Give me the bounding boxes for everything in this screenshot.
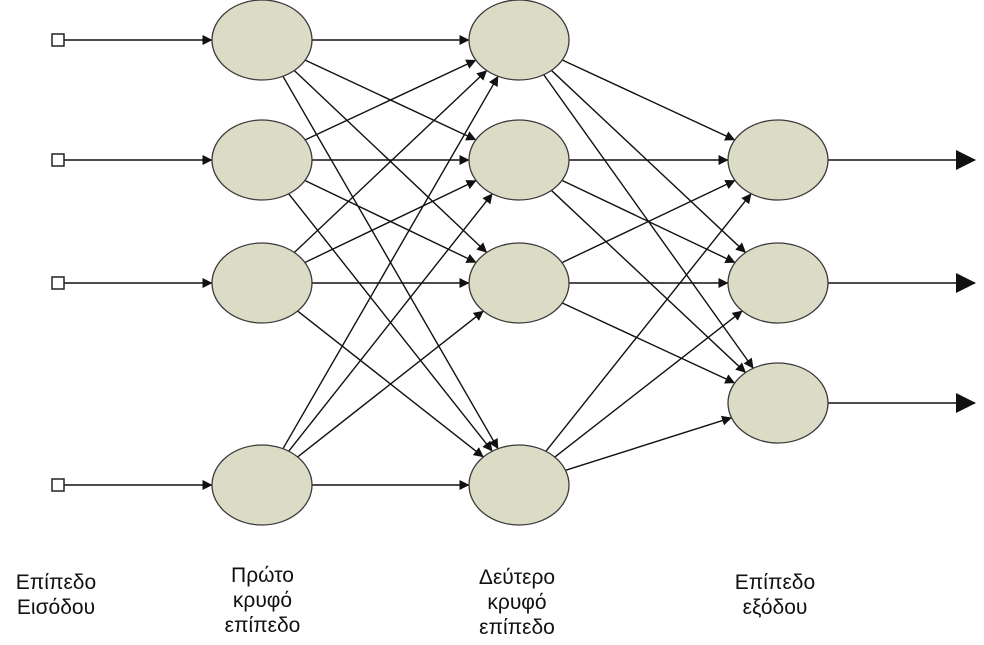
hidden1-to-hidden2-edge-2-1 [304,59,477,141]
hidden2-to-output-edge-1-2 [550,69,747,254]
hidden1-layer-label: Πρώτο κρυφό επίπεδο [205,563,320,638]
output-layer-label-line: εξόδου [742,596,808,619]
hidden2-neuron-2 [468,119,570,201]
input-layer-label-line: Επίπεδο [15,571,97,594]
hidden1-to-hidden2-edge-3-1 [293,70,488,253]
hidden2-to-output-edge-4-1 [545,193,752,452]
input-layer-label: Επίπεδο Εισόδου [0,570,112,620]
hidden1-neuron-2 [211,119,313,201]
hidden2-to-output-edge-3-1 [561,179,736,264]
hidden1-neuron-3 [211,242,313,324]
hidden1-layer-label-line: κρυφό [232,589,293,612]
hidden2-layer-label: Δεύτερο κρυφό επίπεδο [458,565,576,640]
output-layer-label: Επίπεδο εξόδου [715,570,835,620]
hidden1-to-hidden2-edge-4-2 [288,193,493,452]
hidden1-to-hidden2-edge-3-2 [304,179,477,264]
output-neuron-2 [727,242,829,324]
input-node-3 [51,276,65,290]
output-layer-label-line: Επίπεδο [734,571,816,594]
output-neuron-3 [727,362,829,444]
hidden2-to-output-edge-4-3 [565,415,732,471]
hidden2-neuron-3 [468,242,570,324]
hidden2-to-output-edge-3-3 [561,302,736,384]
hidden2-to-output-edge-2-3 [550,189,747,374]
hidden2-layer-label-line: κρυφό [487,591,547,614]
neuron-layer [51,0,829,526]
hidden2-layer-label-line: επίπεδο [479,616,555,639]
input-node-1 [51,33,65,47]
hidden1-layer-label-line: Πρώτο [231,564,294,587]
output-neuron-1 [727,119,829,201]
hidden2-neuron-1 [468,0,570,81]
hidden2-neuron-4 [468,444,570,526]
hidden1-to-hidden2-edge-4-1 [282,75,499,450]
input-layer-label-line: Εισόδου [16,596,96,619]
input-node-2 [51,153,65,167]
connection-layer [64,35,976,490]
hidden2-to-output-edge-1-1 [561,59,736,141]
hidden1-neuron-1 [211,0,313,81]
hidden1-layer-label-line: επίπεδο [224,614,301,637]
input-node-4 [51,478,65,492]
hidden2-to-output-edge-4-2 [554,310,743,458]
hidden1-to-hidden2-edge-4-3 [297,310,484,458]
hidden1-neuron-4 [211,444,313,526]
hidden2-layer-label-line: Δεύτερο [478,566,556,589]
